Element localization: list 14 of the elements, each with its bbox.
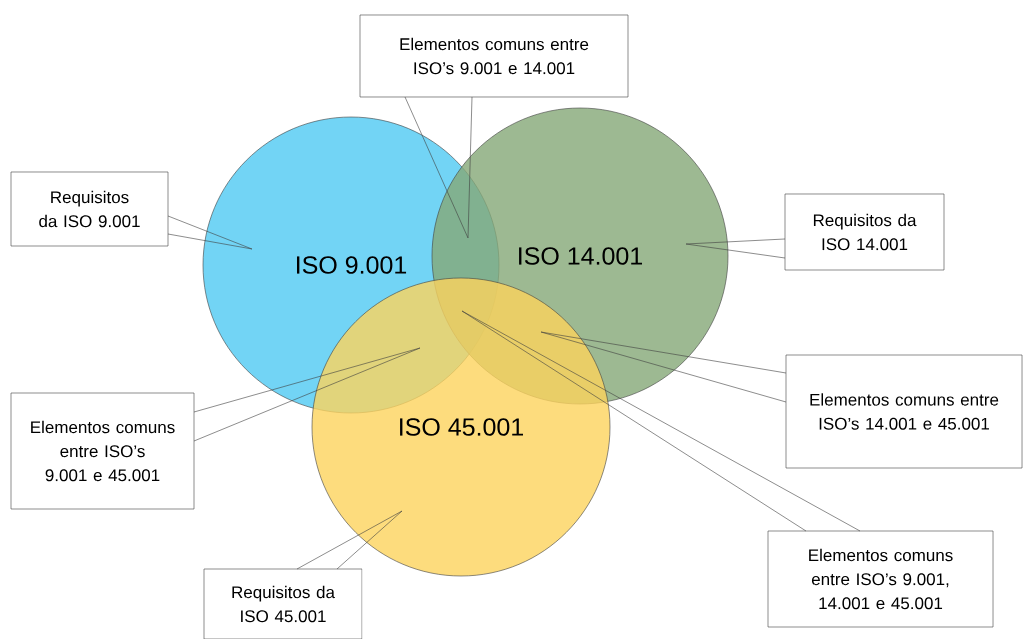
callout-box: Requisitos da ISO 45.001 xyxy=(203,568,363,639)
callout-box: Requisitos da ISO 9.001 xyxy=(10,171,169,247)
leader-line xyxy=(167,215,253,250)
callout-box: Elementos comuns entre ISO’s 9.001, 14.001 e 45.001 xyxy=(767,530,994,628)
callout-box: Elementos comuns entre ISO’s 9.001 e 14.001 xyxy=(359,14,629,98)
leader-line xyxy=(540,331,787,403)
leader-line xyxy=(461,310,861,532)
callout-box: Elementos comuns entre ISO’s 9.001 e 45.001 xyxy=(10,392,195,510)
callout-box: Elementos comuns entre ISO’s 14.001 e 45.001 xyxy=(785,354,1023,469)
leader-line xyxy=(685,238,786,259)
leader-line xyxy=(193,347,421,442)
leader-line xyxy=(404,96,473,239)
callout-box: Requisitos da ISO 14.001 xyxy=(784,193,945,271)
leader-line xyxy=(296,510,403,570)
